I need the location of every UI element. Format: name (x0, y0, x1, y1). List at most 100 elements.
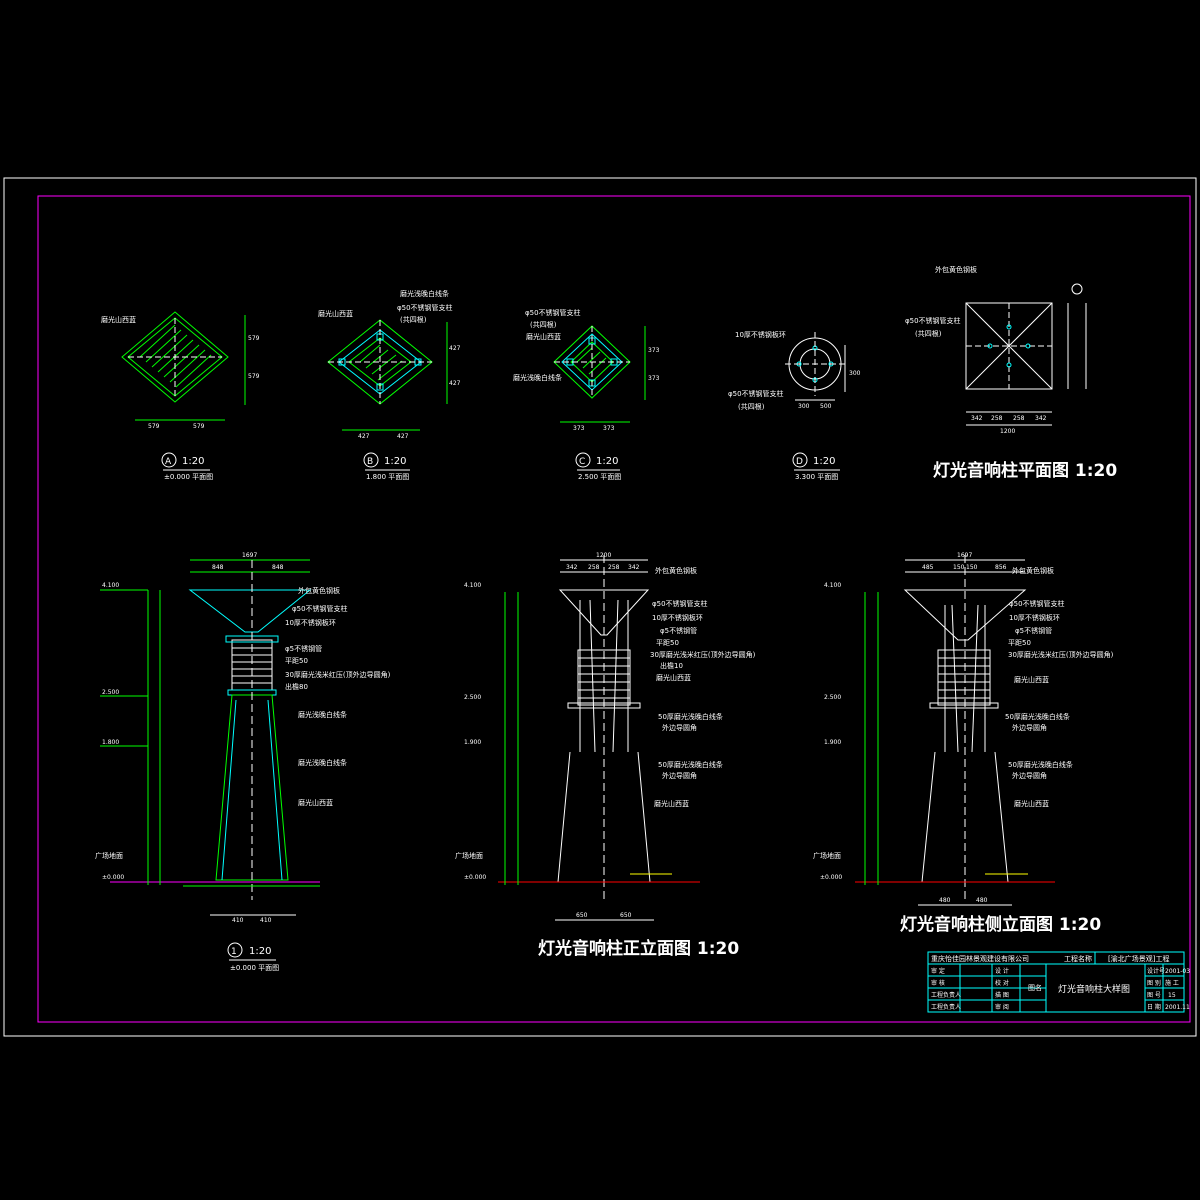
plan-b: 磨光山西蓝 磨光浅晚白线条 φ50不锈钢管支柱 (共四根) 427 427 42… (318, 289, 461, 481)
plan-a-dim4: 579 (248, 373, 260, 380)
elev2-note7: 出檐10 (660, 661, 683, 670)
plan-b-label1: 磨光山西蓝 (318, 309, 353, 318)
tb-r3c1: 工程负责人 (931, 991, 961, 999)
plan-e-dim3: 258 (1013, 415, 1025, 422)
plan-a: 磨光山西蓝 579 579 579 579 A 1:20 ±0.000 平面图 (101, 311, 260, 481)
plan-c-scale: 1:20 (596, 456, 618, 467)
tb-company: 重庆怡佳园林景观建设有限公司 (931, 954, 1029, 963)
elev2-note5: 平距50 (656, 639, 679, 647)
plan-b-scale: 1:20 (384, 456, 406, 467)
elev2-note4: φ5不锈钢管 (660, 626, 697, 635)
elev2-note8: 磨光山西蓝 (656, 673, 691, 682)
plan-a-marker: A (165, 457, 172, 467)
elev3-level3: 1.900 (824, 739, 841, 746)
plan-d-label1: 10厚不锈钢板环 (735, 330, 786, 339)
plan-d-label2: φ50不锈钢管支柱 (728, 389, 784, 398)
plan-e: 外包黄色钢板 φ50不锈钢管支柱 (共四根) 342 258 258 342 1… (905, 265, 1117, 481)
elev1-note10: 磨光山西蓝 (298, 798, 333, 807)
tb-project-label: 工程名称 (1064, 954, 1092, 963)
elev2-note9: 50厚磨光浅晚白线条 (658, 712, 723, 721)
elev2-title: 灯光音响柱正立面图 1:20 (538, 938, 739, 959)
plan-e-title: 灯光音响柱平面图 1:20 (933, 460, 1117, 481)
elev2-note13: 磨光山西蓝 (654, 799, 689, 808)
plan-e-dim2: 258 (991, 415, 1003, 422)
tb-r4c3: 审 阅 (995, 1003, 1009, 1011)
plan-a-dim2: 579 (193, 423, 205, 430)
tb-project: [渝北广场景观]工程 (1108, 954, 1169, 963)
elev2-note12: 外边导圆角 (662, 771, 697, 780)
elev3-note3: 10厚不锈钢板环 (1009, 613, 1060, 622)
elev2-dim4: 342 (628, 564, 640, 571)
elev2-level1: 4.100 (464, 582, 481, 589)
outer-frame (3, 177, 1197, 1037)
elev3-top: 1697 (957, 552, 972, 559)
elev1-note7: 出檐80 (285, 682, 308, 691)
elev3-note5: 平距50 (1008, 639, 1031, 647)
plan-b-dim1: 427 (358, 433, 370, 440)
elev3-note12: 磨光山西蓝 (1014, 799, 1049, 808)
plan-d-dim3: 300 (849, 370, 861, 377)
elev2-level2: 2.500 (464, 694, 481, 701)
elev2-note11: 50厚磨光浅晚白线条 (658, 760, 723, 769)
elev3-note6: 30厚磨光浅米红压(顶外边导圆角) (1008, 650, 1114, 659)
tb-drawing-name-label: 图名 (1028, 983, 1042, 992)
plan-c-sub: 2.500 平面图 (578, 473, 621, 481)
plan-c-dim1: 373 (573, 425, 585, 432)
plan-c-dim2: 373 (603, 425, 615, 432)
elev1-halfR: 848 (272, 564, 284, 571)
plan-e-dim4: 342 (1035, 415, 1047, 422)
tb-right2-label: 图 别 (1147, 979, 1161, 987)
tb-right2-val: 施 工 (1165, 979, 1179, 987)
elev1-bottomR: 410 (260, 917, 272, 924)
plan-d-sub: 3.300 平面图 (795, 473, 838, 481)
plan-c-marker: C (579, 457, 585, 467)
plan-c-label2: (共四根) (530, 320, 557, 329)
elev2-bottom2: 650 (620, 912, 632, 919)
plan-d-marker: D (796, 457, 803, 467)
plan-a-sub: ±0.000 平面图 (164, 473, 213, 481)
elev1-ground: 广场地面 (95, 851, 123, 860)
elev1-marker: 1 (231, 947, 237, 957)
elev3-bottom2: 480 (976, 897, 988, 904)
plan-d-label3: (共四根) (738, 402, 765, 411)
tb-r4c1: 工程负责人 (931, 1003, 961, 1011)
tb-r1c3: 设 计 (995, 967, 1009, 975)
plan-a-scale: 1:20 (182, 456, 204, 467)
elev1-level3: 1.800 (102, 739, 119, 746)
elev3-note4: φ5不锈钢管 (1015, 626, 1052, 635)
elev1-note4: φ5不锈钢管 (285, 644, 322, 653)
plan-c-dim3: 373 (648, 347, 660, 354)
plan-d-dim1: 300 (798, 403, 810, 410)
elev3-dim3: 150 (966, 564, 978, 571)
elev1-halfL: 848 (212, 564, 224, 571)
elev2-ground: 广场地面 (455, 851, 483, 860)
plan-e-dim1: 342 (971, 415, 983, 422)
plan-d: 10厚不锈钢板环 φ50不锈钢管支柱 (共四根) 300 500 300 D 1… (728, 330, 861, 481)
elev1-level2: 2.500 (102, 689, 119, 696)
elev1-scale: 1:20 (249, 946, 271, 957)
tb-right3-label: 图 号 (1147, 992, 1161, 999)
elev2-level3: 1.900 (464, 739, 481, 746)
plan-b-label4: (共四根) (400, 315, 427, 324)
elev3-note9: 外边导圆角 (1012, 723, 1047, 732)
plan-b-label3: φ50不锈钢管支柱 (397, 303, 453, 312)
elev2-dim2: 258 (588, 564, 600, 571)
plan-a-dim1: 579 (148, 423, 160, 430)
elevation-1: 4.100 2.500 1.800 ±0.000 广场地面 1697 848 8… (95, 552, 391, 972)
elev1-note8: 磨光浅晚白线条 (298, 710, 347, 719)
elev3-level2: 2.500 (824, 694, 841, 701)
elev3-note11: 外边导圆角 (1012, 771, 1047, 780)
elev1-top: 1697 (242, 552, 257, 559)
elev2-level4: ±0.000 (464, 874, 486, 881)
plan-b-dim2: 427 (397, 433, 409, 440)
plan-a-label: 磨光山西蓝 (101, 315, 136, 324)
plan-c-label4: 磨光浅晚白线条 (513, 373, 562, 382)
tb-r1c1: 审 定 (931, 967, 945, 975)
tb-right4-val: 2001.11 (1165, 1004, 1190, 1011)
elevation-2: 4.100 2.500 1.900 ±0.000 广场地面 1200 342 2… (455, 552, 756, 959)
elev3-note1: 外包黄色钢板 (1012, 566, 1054, 575)
tb-drawing-name: 灯光音响柱大样图 (1058, 983, 1130, 995)
plan-c: φ50不锈钢管支柱 (共四根) 磨光山西蓝 磨光浅晚白线条 373 373 37… (513, 308, 660, 481)
plan-e-dim5: 1200 (1000, 428, 1015, 435)
